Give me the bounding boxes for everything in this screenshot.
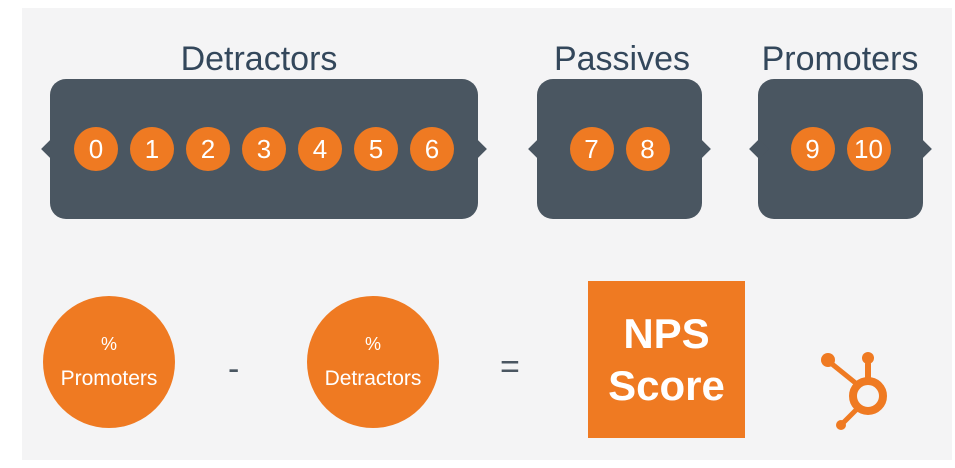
- score-2: 2: [186, 127, 230, 171]
- score-10: 10: [846, 127, 891, 171]
- nps-score-box: NPS Score: [588, 281, 745, 438]
- score-3: 3: [242, 127, 286, 171]
- score-0: 0: [74, 127, 118, 171]
- score-4: 4: [298, 127, 342, 171]
- promoters-percent-label: Promoters: [60, 367, 158, 390]
- nps-score-line1: NPS: [623, 309, 710, 357]
- promoters-percent-circle: % Promoters: [43, 296, 175, 428]
- score-9: 9: [790, 127, 835, 171]
- minus-operator: -: [228, 350, 240, 388]
- score-1: 1: [130, 127, 174, 171]
- score-5: 5: [354, 127, 398, 171]
- equals-operator: =: [500, 348, 520, 386]
- score-7: 7: [569, 127, 614, 171]
- hubspot-sprocket-icon: [821, 352, 887, 430]
- score-8: 8: [625, 127, 670, 171]
- detractors-percent-symbol: %: [364, 334, 381, 354]
- promoters-percent-symbol: %: [100, 334, 117, 354]
- score-6: 6: [410, 127, 454, 171]
- detractors-percent-circle: % Detractors: [307, 296, 439, 428]
- promoters-title: Promoters: [761, 40, 919, 78]
- detractors-title: Detractors: [180, 40, 338, 78]
- passives-title: Passives: [553, 40, 691, 78]
- detractors-percent-label: Detractors: [324, 367, 422, 390]
- nps-score-line2: Score: [608, 361, 725, 409]
